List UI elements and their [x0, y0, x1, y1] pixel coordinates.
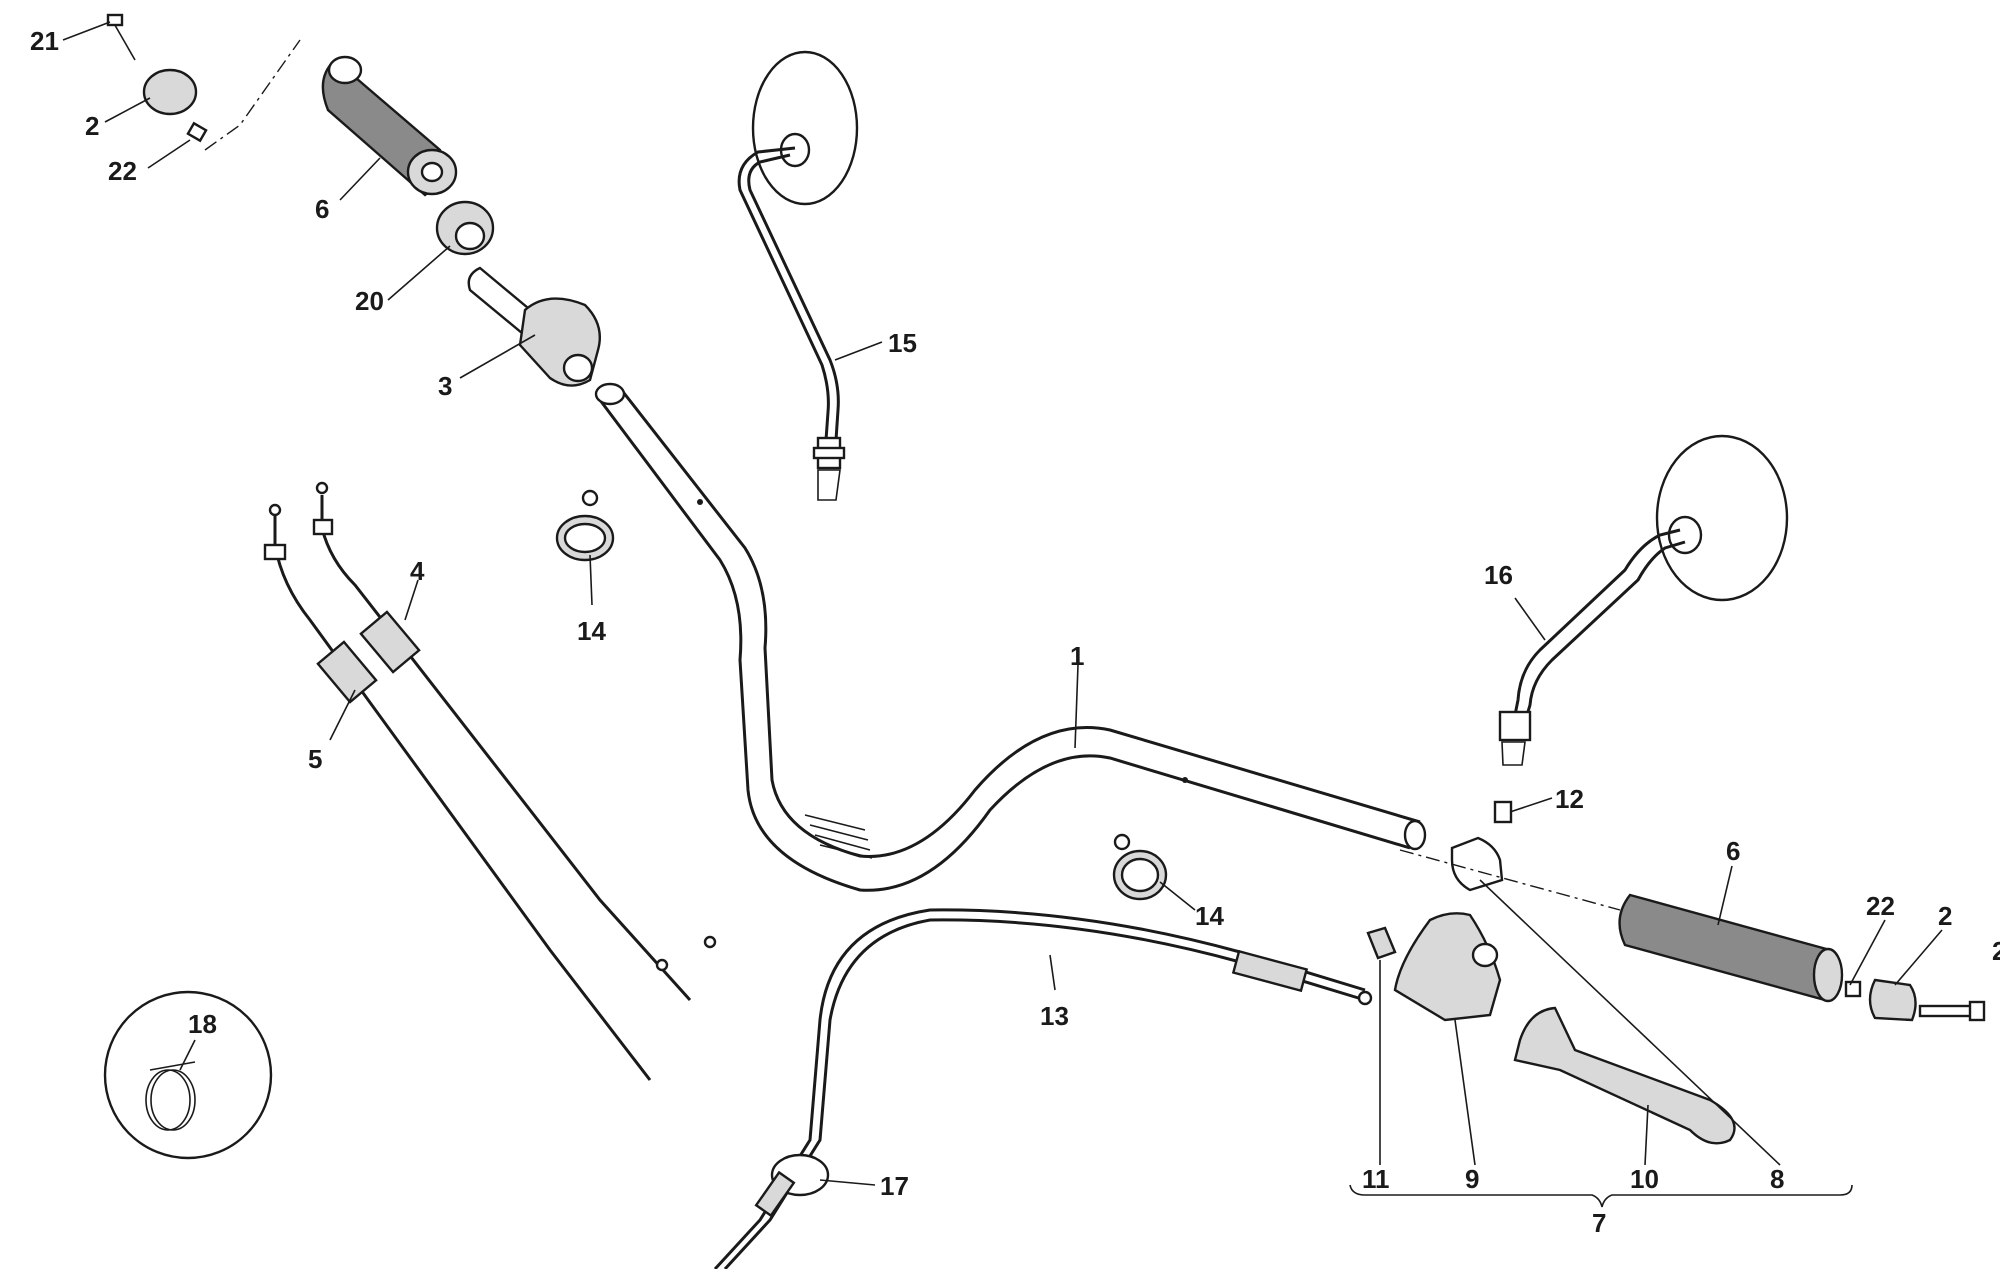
callout-14-upper: 14 — [577, 616, 606, 646]
left-mirror — [737, 50, 859, 501]
clamp-upper — [555, 489, 615, 562]
callout-14-lower: 14 — [1195, 901, 1224, 931]
clutch-cable — [713, 908, 1373, 1271]
cable-tie-inset — [103, 990, 273, 1160]
callout-9: 9 — [1465, 1164, 1479, 1194]
callout-7: 7 — [1592, 1208, 1606, 1238]
callout-12: 12 — [1555, 784, 1584, 814]
callout-17: 17 — [880, 1171, 909, 1201]
callout-22-left: 22 — [108, 156, 137, 186]
left-grip — [321, 55, 458, 197]
callout-1: 1 — [1070, 641, 1084, 671]
callout-11: 11 — [1362, 1164, 1390, 1194]
callout-13: 13 — [1040, 1001, 1069, 1031]
right-grip — [1618, 893, 1844, 1003]
callout-2-left: 2 — [85, 111, 99, 141]
clutch-lever-assembly — [1366, 800, 1736, 1145]
left-spacer-ring — [435, 200, 495, 256]
callout-2-right: 2 — [1938, 901, 1952, 931]
throttle-control — [467, 266, 602, 387]
callout-3: 3 — [438, 371, 452, 401]
right-mirror — [1498, 434, 1789, 766]
left-bar-end-weight — [106, 13, 301, 151]
clamp-lower — [1112, 833, 1168, 901]
callout-15: 15 — [888, 328, 917, 358]
callout-5: 5 — [308, 744, 322, 774]
callout-4: 4 — [410, 556, 425, 586]
throttle-cables — [263, 481, 717, 1081]
callout-labels: 21 2 22 6 20 3 4 5 14 15 1 16 12 6 22 2 … — [30, 26, 2000, 1238]
callout-16: 16 — [1484, 560, 1513, 590]
callout-10: 10 — [1630, 1164, 1659, 1194]
right-bar-end-weight — [1844, 978, 1986, 1022]
callout-20: 20 — [355, 286, 384, 316]
group-bracket — [1349, 1184, 1853, 1208]
callout-21-left: 21 — [30, 26, 59, 56]
leader-lines — [62, 21, 1943, 1186]
callout-22-right: 22 — [1866, 891, 1895, 921]
callout-18: 18 — [188, 1009, 217, 1039]
callout-6-right: 6 — [1726, 836, 1740, 866]
callout-2-right-edge: 2 — [1992, 936, 2000, 966]
callout-8: 8 — [1770, 1164, 1784, 1194]
callout-6-left: 6 — [315, 194, 329, 224]
handlebar — [594, 382, 1427, 892]
